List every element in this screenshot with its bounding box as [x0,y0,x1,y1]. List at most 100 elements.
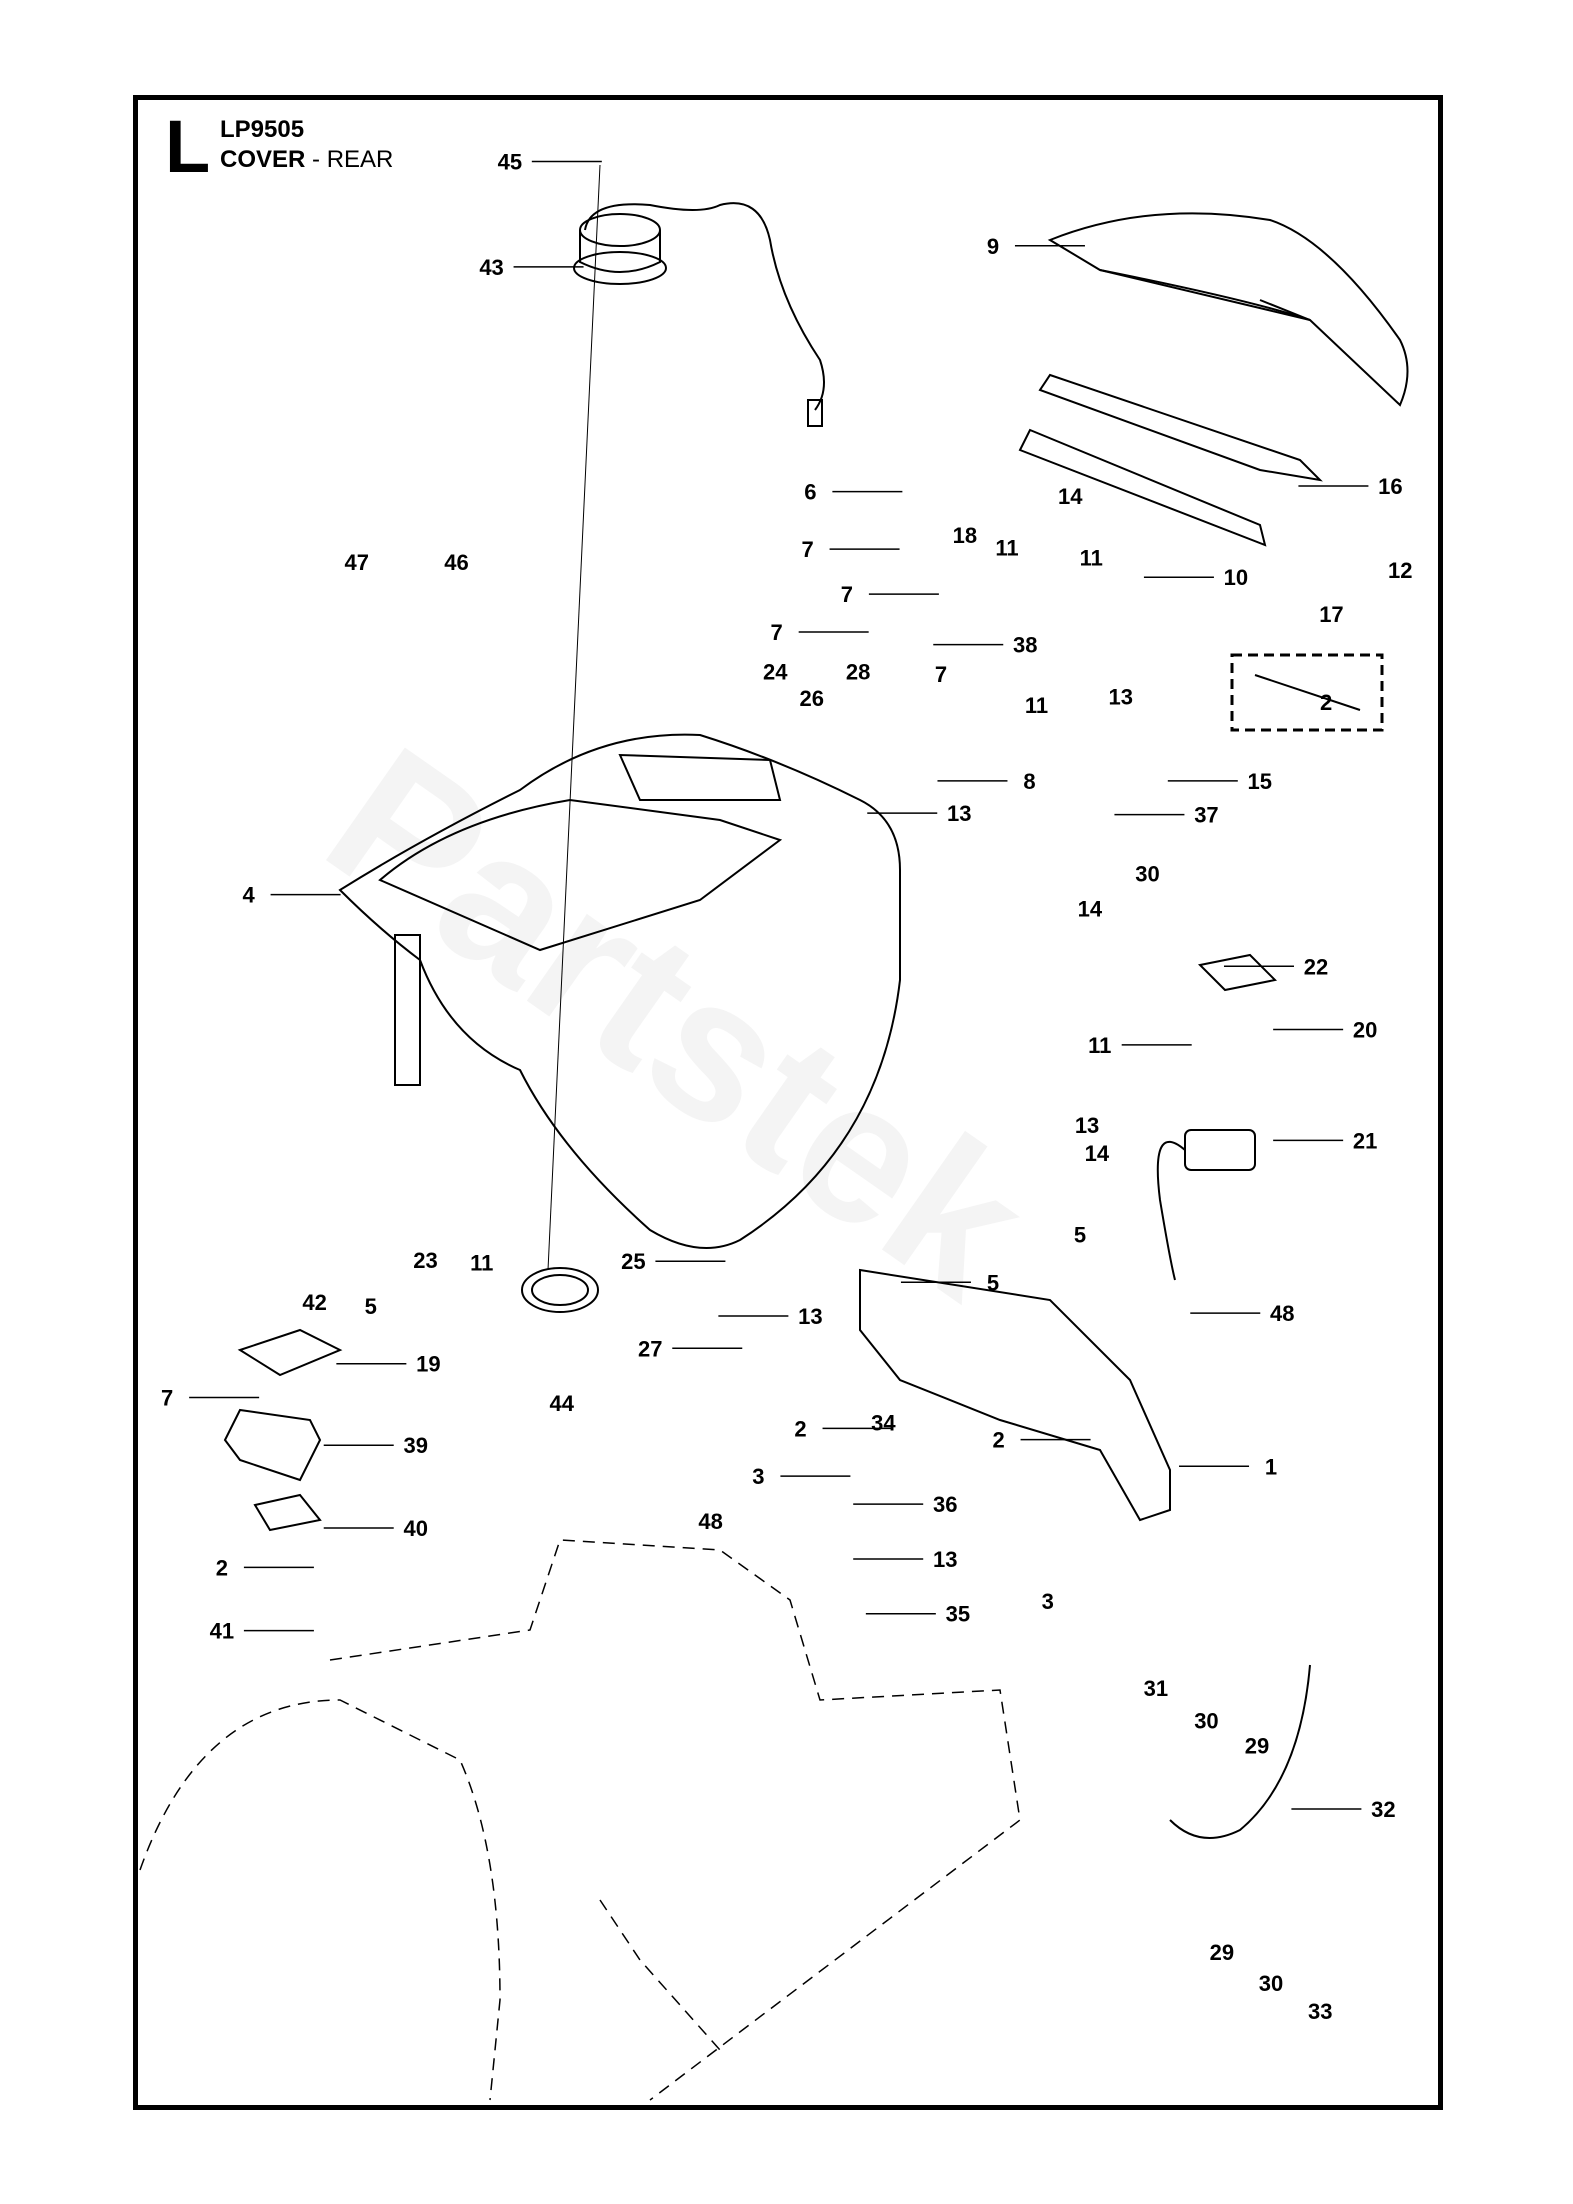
beacon-axis-line [547,164,601,1271]
lid-edge [1099,269,1311,321]
callout-5: 5 [365,1294,377,1319]
callout-44: 44 [550,1391,575,1416]
callout-27: 27 [638,1336,662,1361]
callout-40: 40 [403,1516,427,1541]
callout-11: 11 [995,536,1018,561]
callout-10: 10 [1224,565,1248,590]
callout-5: 5 [1074,1223,1086,1248]
callout-13: 13 [1075,1113,1099,1138]
callout-15: 15 [1248,769,1272,794]
rear-bracket [859,1268,1171,1522]
strap-17 [1018,428,1267,547]
callout-7: 7 [161,1385,173,1410]
engine-outline [329,1539,1021,2101]
callout-29: 29 [1210,1940,1234,1965]
parts-drawing [223,164,1409,1839]
module-cable [1156,1140,1186,1281]
callout-11: 11 [1088,1033,1111,1058]
callout-3: 3 [752,1464,764,1489]
callout-7: 7 [771,620,783,645]
cover-recess [378,798,783,952]
callout-13: 13 [933,1547,957,1572]
plate-19 [237,1328,343,1377]
callout-41: 41 [210,1619,234,1644]
callout-7: 7 [935,662,947,687]
callout-39: 39 [403,1433,427,1458]
callout-4: 4 [242,883,255,908]
callout-11: 11 [1080,546,1103,571]
callout-48: 48 [1270,1301,1294,1326]
section-letter: L [165,105,211,188]
callout-19: 19 [416,1352,440,1377]
model-number: LP9505 [220,116,305,143]
kit-quantity-note: 2 [1320,690,1332,715]
bracket-39 [223,1408,322,1482]
callout-16: 16 [1378,474,1402,499]
beacon-connector [807,399,823,427]
callout-18: 18 [953,523,977,548]
frame-outline [599,1899,721,2051]
callout-30: 30 [1135,862,1159,887]
callout-29: 29 [1245,1734,1269,1759]
callout-14: 14 [1085,1141,1110,1166]
callout-2: 2 [794,1416,806,1441]
gasket-ring-outer [521,1267,599,1313]
callout-11: 11 [1025,693,1048,718]
callout-20: 20 [1353,1017,1377,1042]
callout-32: 32 [1371,1797,1395,1822]
callout-30: 30 [1194,1708,1218,1733]
callout-22: 22 [1304,954,1328,979]
beacon-cable [584,202,825,411]
callout-6: 6 [804,480,816,505]
callout-34: 34 [871,1411,896,1436]
callout-2: 2 [216,1555,228,1580]
callout-37: 37 [1194,803,1218,828]
callout-31: 31 [1144,1676,1168,1701]
title-rest: - REAR [305,146,394,173]
callout-25: 25 [621,1249,645,1274]
callout-12: 12 [1388,558,1412,583]
callout-3: 3 [1042,1589,1054,1614]
callout-26: 26 [800,686,824,711]
plate-40 [253,1493,322,1532]
lid [1047,212,1409,407]
callout-46: 46 [444,550,468,575]
beacon-base [573,251,667,285]
callout-35: 35 [946,1602,970,1627]
callout-42: 42 [302,1290,326,1315]
callout-7: 7 [801,537,813,562]
beacon-top [579,213,661,247]
cover-opening [618,753,782,801]
callout-14: 14 [1058,484,1083,509]
tank-outline [139,1699,501,2101]
machine-outline [139,1539,1021,2101]
plate-20 [1197,953,1278,992]
callout-9: 9 [987,234,999,259]
diagram-frame [133,95,1443,2110]
callout-33: 33 [1308,1999,1332,2024]
callout-38: 38 [1013,633,1037,658]
callout-13: 13 [798,1304,822,1329]
callout-23: 23 [413,1248,437,1273]
callout-17: 17 [1319,602,1343,627]
beacon-body [579,230,661,273]
callout-5: 5 [987,1270,999,1295]
gas-strut [1254,674,1361,711]
gasket-ring-inner [531,1274,589,1306]
callout-48: 48 [698,1509,722,1534]
cover-side-panel [394,934,421,1086]
callout-2: 2 [992,1428,1004,1453]
callout-7: 7 [841,582,853,607]
callout-43: 43 [479,255,503,280]
callout-13: 13 [947,801,971,826]
callout-24: 24 [763,659,788,684]
callout-11: 11 [470,1251,493,1276]
callout-36: 36 [933,1492,957,1517]
cover-rear [338,733,901,1249]
callout-8: 8 [1023,769,1035,794]
callout-30: 30 [1259,1971,1283,1996]
callout-21: 21 [1353,1128,1377,1153]
cable-32 [1169,1664,1311,1839]
page-title: COVER - REAR [220,146,393,174]
